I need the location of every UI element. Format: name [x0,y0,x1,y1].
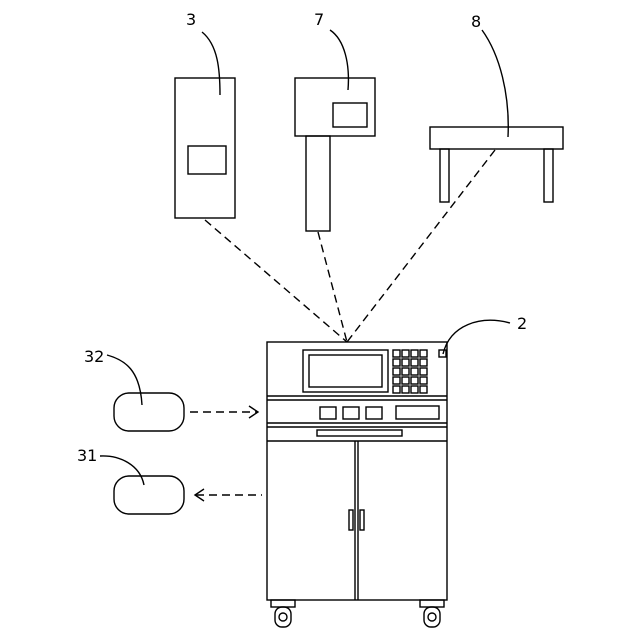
label-device-8: 8 [471,12,481,31]
wheel-left [271,600,295,627]
machine-2 [267,342,447,627]
card-32 [114,393,184,431]
device-3 [175,78,235,218]
arrow-card-32-to-machine [190,406,258,418]
slot-button-3 [366,407,382,419]
dispenser-slot [317,430,402,436]
device-7-handle [306,136,330,231]
device-7-screen [333,103,367,127]
device-8-top [430,127,563,149]
label-device-3: 3 [186,10,196,29]
leader-3 [202,32,220,95]
label-card-31: 31 [77,446,97,465]
label-device-7: 7 [314,10,324,29]
link-7-to-2 [318,232,347,342]
card-reader-slot [396,406,439,419]
card-31 [114,476,184,514]
display-bezel [303,350,388,392]
device-8-leg-right [544,149,553,202]
connection-lines [205,150,495,342]
slot-button-1 [320,407,336,419]
device-8-leg-left [440,149,449,202]
display-screen [309,355,382,387]
leader-31 [100,456,144,485]
device-3-window [188,146,226,174]
leader-2 [443,320,510,354]
leader-32 [107,355,142,405]
leader-8 [482,30,508,137]
leader-7 [330,30,348,90]
device-7 [295,78,375,231]
label-card-32: 32 [84,347,104,366]
arrow-machine-to-card-31 [195,489,262,501]
link-8-to-2 [347,150,495,342]
link-3-to-2 [205,220,347,342]
door-handle-right [360,510,364,530]
keypad [393,350,427,393]
label-machine-2: 2 [517,314,527,333]
slot-button-2 [343,407,359,419]
wheel-right [420,600,444,627]
door-handle-left [349,510,353,530]
device-8 [430,127,563,202]
